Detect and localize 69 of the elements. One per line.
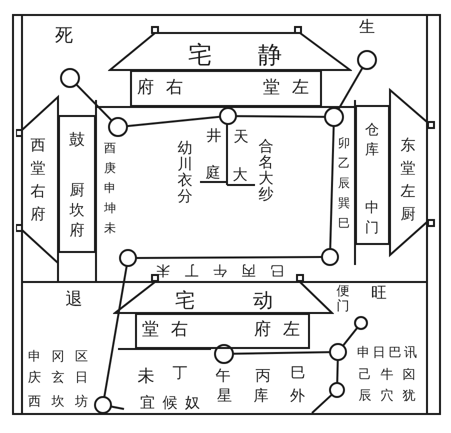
court-label: 大 (232, 168, 248, 182)
ring-icon (321, 248, 339, 266)
direction-label: 申日巴讯 (357, 346, 417, 360)
room-label: 府左 (254, 322, 300, 338)
connector-line (103, 266, 128, 398)
room-label: 中门 (364, 199, 380, 238)
room-label: 星库外 (217, 388, 305, 404)
room-label: 仓库 (364, 121, 380, 160)
ring-icon (354, 316, 368, 330)
court-label: 天 (234, 130, 248, 144)
ring-icon (357, 50, 377, 70)
connector-line (336, 360, 339, 384)
ring-icon (119, 249, 137, 267)
side-room (355, 105, 390, 245)
connector-line (338, 67, 364, 110)
connector-line (76, 84, 112, 122)
fortune-label: 死 (55, 27, 73, 45)
connector-line (136, 256, 322, 259)
fortune-label: 退 (66, 292, 82, 308)
connector-line (110, 406, 124, 410)
direction-label: 丙 (256, 368, 270, 384)
direction-label: 己牛囟 (358, 368, 416, 382)
court-label: 庭 (206, 166, 220, 180)
direction-label: 西坎坊 (28, 396, 88, 408)
direction-label: 巳 (290, 366, 306, 380)
room-label: 堂右 (142, 322, 188, 338)
ring-icon (214, 344, 234, 364)
direction-label: 丁 (172, 366, 188, 380)
wing-label: 东堂左厨 (400, 135, 416, 225)
room-label: 厨坎府 (68, 180, 86, 240)
ring-icon (329, 382, 345, 398)
house-body (135, 313, 310, 349)
ring-icon (324, 107, 344, 127)
direction-label: 巳丙午丁未 (156, 263, 284, 277)
direction-label: 卯乙辰巽巳 (337, 135, 351, 232)
court-label: 幼川衣分 (176, 140, 194, 204)
court-label: 井 (206, 128, 222, 144)
connector-line (342, 327, 358, 346)
direction-label: 辰穴犹 (358, 390, 416, 402)
house-body (130, 70, 322, 107)
connector-line (311, 394, 332, 414)
connector-line (329, 126, 335, 250)
connector-line (126, 116, 220, 128)
side-wing (388, 86, 435, 258)
court-label: 合名大纱 (258, 138, 274, 202)
direction-label: 未 (138, 368, 154, 386)
direction-label: 庆玄日 (28, 372, 88, 384)
room-label: 堂左 (263, 80, 309, 96)
connector-line (232, 351, 330, 355)
ring-icon (94, 396, 112, 414)
ring-icon (219, 107, 237, 125)
ring-icon (329, 343, 347, 361)
house-title: 宅动 (175, 290, 273, 310)
fortune-label: 生 (359, 19, 375, 35)
wing-label: 西堂右府 (30, 135, 46, 225)
connector-line (236, 115, 326, 118)
side-room (58, 115, 96, 253)
ring-icon (60, 68, 80, 88)
direction-label: 酉庚申坤未 (103, 140, 117, 237)
fortune-label: 旺 (371, 285, 387, 301)
room-label: 鼓 (69, 132, 85, 148)
side-wing (16, 94, 60, 266)
house-title: 宅静 (188, 43, 282, 67)
direction-label: 申冈区 (28, 350, 88, 364)
gate-label: 便门 (336, 284, 350, 314)
room-label: 宜候奴 (140, 396, 200, 410)
ring-icon (108, 117, 128, 137)
direction-label: 午 (216, 368, 230, 384)
room-label: 府右 (137, 80, 183, 96)
